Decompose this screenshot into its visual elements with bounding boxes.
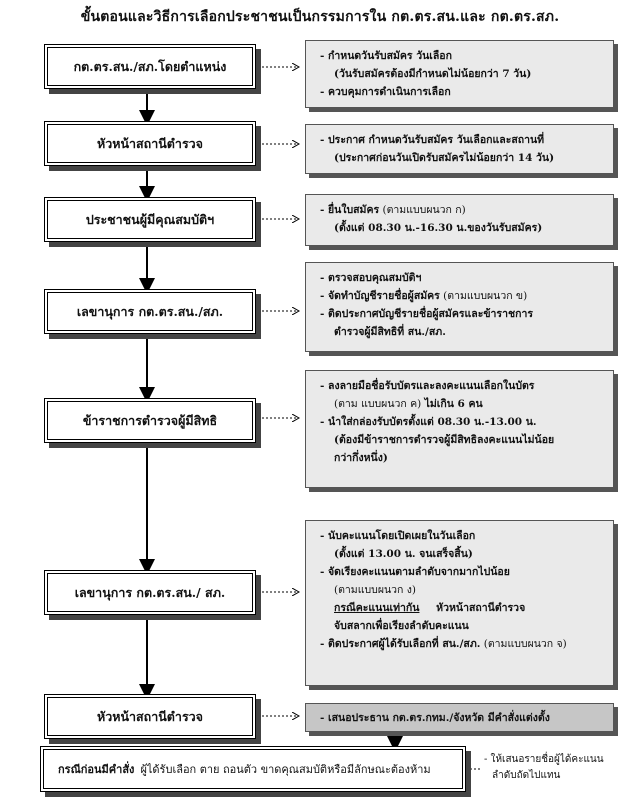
note-line: - เสนอประธาน กต.ตร.กทม./จังหวัด มีคำสั่ง… — [320, 712, 550, 724]
note-line: (ตามแบบผนวก จ) — [483, 638, 567, 650]
note-line: - จัดเรียงคะแนนตามลำดับจากมากไปน้อย — [320, 566, 510, 578]
step-box-7: หัวหน้าสถานีตำรวจ — [44, 694, 256, 739]
note-line: (ตั้งแต่ 13.00 น. จนเสร็จสิ้น) — [334, 548, 473, 560]
note-line: จับสลากเพื่อเรียงลำดับคะแนน — [334, 620, 469, 632]
note-line: (วันรับสมัครต้องมีกำหนดไม่น้อยกว่า 7 วัน… — [334, 68, 532, 80]
note-line: กรณีคะแนนเท่ากัน — [334, 602, 420, 614]
step-label: ประชาชนผู้มีคุณสมบัติฯ — [85, 211, 215, 227]
step-box-2: หัวหน้าสถานีตำรวจ — [44, 121, 256, 166]
step-label: กต.ตร.สน./สภ.โดยตำแหน่ง — [73, 58, 227, 74]
note-line: - ลงลายมือชื่อรับบัตรและลงคะแนนเลือกในบั… — [320, 380, 535, 392]
step-label: หัวหน้าสถานีตำรวจ — [96, 135, 204, 151]
note-box-5: - ลงลายมือชื่อรับบัตรและลงคะแนนเลือกในบั… — [305, 370, 614, 488]
step-box-3: ประชาชนผู้มีคุณสมบัติฯ — [44, 197, 256, 242]
side-note-line: - ให้เสนอรายชื่อผู้ได้คะแนน — [484, 754, 604, 765]
note-line: (ตามแบบผนวก ก) — [382, 204, 466, 216]
note-box-3: - ยื่นใบสมัคร (ตามแบบผนวก ก) (ตั้งแต่ 08… — [305, 194, 614, 246]
note-line: (ตั้งแต่ 08.30 น.-16.30 น.ของวันรับสมัคร… — [334, 222, 543, 234]
page-title: ขั้นตอนและวิธีการเลือกประชาชนเป็นกรรมการ… — [80, 9, 560, 25]
note-box-4: - ตรวจสอบคุณสมบัติฯ - จัดทำบัญชีรายชื่อผ… — [305, 262, 614, 352]
note-line: - กำหนดวันรับสมัคร วันเลือก — [320, 50, 452, 62]
side-note: - ให้เสนอรายชื่อผู้ได้คะแนน ลำดับถัดไปแท… — [484, 752, 634, 784]
note-line: ไม่เกิน 6 คน — [424, 398, 483, 410]
note-line: (ประกาศก่อนวันเปิดรับสมัครไม่น้อยกว่า 14… — [334, 152, 555, 164]
side-note-line: ลำดับถัดไปแทน — [492, 770, 561, 781]
step-label: หัวหน้าสถานีตำรวจ — [96, 708, 204, 724]
note-line: หัวหน้าสถานีตำรวจ — [436, 602, 526, 614]
note-line: - ตรวจสอบคุณสมบัติฯ — [320, 272, 422, 284]
step-box-5: ข้าราชการตำรวจผู้มีสิทธิ — [44, 398, 256, 443]
note-line: - ควบคุมการดำเนินการเลือก — [320, 86, 451, 98]
final-case-text: ผู้ได้รับเลือก ตาย ถอนตัว ขาดคุณสมบัติหร… — [140, 763, 431, 776]
note-line: (ตาม แบบผนวก ค) — [334, 398, 422, 410]
note-box-1: - กำหนดวันรับสมัคร วันเลือก (วันรับสมัคร… — [305, 40, 614, 108]
note-box-2: - ประกาศ กำหนดวันรับสมัคร วันเลือกและสถา… — [305, 124, 614, 174]
note-line: - จัดทำบัญชีรายชื่อผู้สมัคร — [320, 290, 440, 302]
note-line: - ประกาศ กำหนดวันรับสมัคร วันเลือกและสถา… — [320, 134, 545, 146]
note-box-7: - เสนอประธาน กต.ตร.กทม./จังหวัด มีคำสั่ง… — [305, 703, 614, 732]
note-line: - ยื่นใบสมัคร — [320, 204, 380, 216]
step-box-6: เลขานุการ กต.ตร.สน./ สภ. — [44, 570, 256, 615]
final-case-box: กรณีก่อนมีคำสั่ง ผู้ได้รับเลือก ตาย ถอนต… — [40, 746, 466, 792]
step-label: ข้าราชการตำรวจผู้มีสิทธิ — [82, 412, 218, 428]
step-label: เลขานุการ กต.ตร.สน./ สภ. — [74, 584, 226, 600]
step-label: เลขานุการ กต.ตร.สน./สภ. — [76, 303, 224, 319]
note-line: (ตามแบบผนวก ข) — [443, 290, 528, 302]
final-case-heading: กรณีก่อนมีคำสั่ง — [58, 763, 135, 776]
note-line: (ตามแบบผนวก ง) — [334, 584, 416, 596]
note-line: ตำรวจผู้มีสิทธิที่ สน./สภ. — [334, 326, 446, 338]
note-line: - ติดประกาศผู้ได้รับเลือกที่ สน./สภ. — [320, 638, 481, 650]
note-line: (ต้องมีข้าราชการตำรวจผู้มีสิทธิลงคะแนนไม… — [334, 434, 555, 446]
note-line: - นับคะแนนโดยเปิดเผยในวันเลือก — [320, 530, 476, 542]
note-line: กว่ากึ่งหนึ่ง) — [334, 452, 388, 464]
step-box-1: กต.ตร.สน./สภ.โดยตำแหน่ง — [44, 44, 256, 89]
note-line: - ติดประกาศบัญชีรายชื่อผู้สมัครและข้าราช… — [320, 308, 533, 320]
step-box-4: เลขานุการ กต.ตร.สน./สภ. — [44, 289, 256, 334]
note-box-6: - นับคะแนนโดยเปิดเผยในวันเลือก (ตั้งแต่ … — [305, 520, 614, 686]
note-line: - นำใส่กล่องรับบัตรตั้งแต่ 08.30 น.-13.0… — [320, 416, 537, 428]
